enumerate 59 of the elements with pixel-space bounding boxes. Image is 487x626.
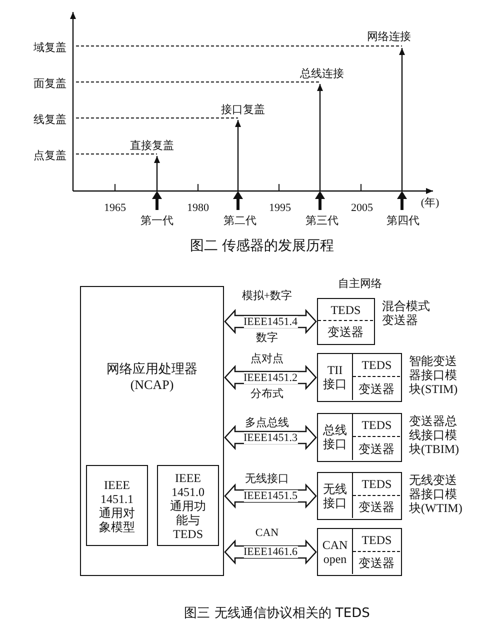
- transducer-cell: 变送器: [353, 496, 400, 518]
- axis-label: 域复盖: [34, 42, 66, 54]
- transducer-module-box: [317, 528, 402, 576]
- teds-cell: TEDS: [353, 354, 400, 378]
- generation-label: 第三代: [306, 215, 338, 227]
- interface-cell: 总线接口: [318, 414, 353, 460]
- signal-type-label: 模拟+数字: [242, 290, 292, 302]
- generation-label: 直接复盖: [130, 140, 174, 152]
- caption: 图三 无线通信协议相关的 TEDS: [184, 606, 370, 621]
- tick-label: 1965: [104, 202, 126, 214]
- processor-box: [80, 286, 224, 576]
- signal-type-label: 数字: [256, 332, 278, 344]
- interface-cell: CAN open: [318, 529, 353, 574]
- generation-label: 总线连接: [300, 68, 344, 80]
- module-box: IEEE 1451.0 通用功能与TEDS: [157, 465, 219, 546]
- axis-label: 点复盖: [34, 150, 66, 162]
- interface-cell: 无线接口: [318, 473, 353, 518]
- transducer-cell: 变送器: [353, 437, 400, 460]
- module-caption: 变送器总线接口模块(TBIM): [409, 414, 460, 456]
- signal-type-label: 多点总线: [245, 417, 289, 429]
- processor-label: 网络应用处理器 (NCAP): [106, 360, 198, 394]
- edge-label: IEEE1461.6: [243, 546, 298, 558]
- edge-label: IEEE1451.3: [243, 432, 298, 444]
- teds-cell: TEDS: [353, 473, 400, 496]
- edge-label: IEEE1451.5: [243, 490, 298, 502]
- transducer-cell: 变送器: [353, 377, 400, 400]
- generation-label: 网络连接: [367, 31, 411, 43]
- generation-label: 第四代: [386, 215, 420, 227]
- generation-label: 第二代: [224, 215, 256, 227]
- tick-label: 1980: [187, 202, 209, 214]
- tick-label: 1995: [269, 202, 291, 214]
- transducer-module-box: [317, 413, 402, 462]
- signal-type-label: CAN: [255, 527, 279, 539]
- edge-label: IEEE1451.4: [243, 316, 298, 328]
- transducer-module-box: [317, 353, 402, 402]
- module-box: IEEE 1451.1 通用对象模型: [86, 465, 148, 546]
- axis-label: 面复盖: [34, 78, 66, 90]
- signal-type-label: 分布式: [250, 388, 284, 400]
- teds-cell: TEDS: [353, 414, 400, 438]
- module-caption: 智能变送器接口模块(STIM): [409, 354, 459, 396]
- transducer-module-box: [317, 298, 375, 345]
- transducer-cell: 变送器: [318, 321, 374, 344]
- signal-type-label: 点对点: [250, 353, 284, 365]
- generation-label: 接口复盖: [221, 104, 265, 116]
- interface-cell: TII 接口: [318, 354, 353, 400]
- tick-label: 2005: [351, 202, 373, 214]
- transducer-module-box: [317, 472, 402, 520]
- teds-cell: TEDS: [353, 529, 400, 552]
- group-label: 自主网络: [338, 278, 382, 290]
- transducer-cell: 变送器: [353, 552, 400, 574]
- axis-label: 线复盖: [34, 114, 66, 126]
- axis-unit: (年): [420, 197, 440, 209]
- edge-label: IEEE1451.2: [243, 372, 298, 384]
- signal-type-label: 无线接口: [245, 473, 289, 485]
- generation-label: 第一代: [140, 215, 174, 227]
- module-caption: 无线变送器接口模块(WTIM): [409, 473, 463, 515]
- teds-cell: TEDS: [318, 299, 374, 322]
- module-caption: 混合模式变送器: [382, 299, 431, 327]
- caption: 图二 传感器的发展历程: [190, 238, 334, 254]
